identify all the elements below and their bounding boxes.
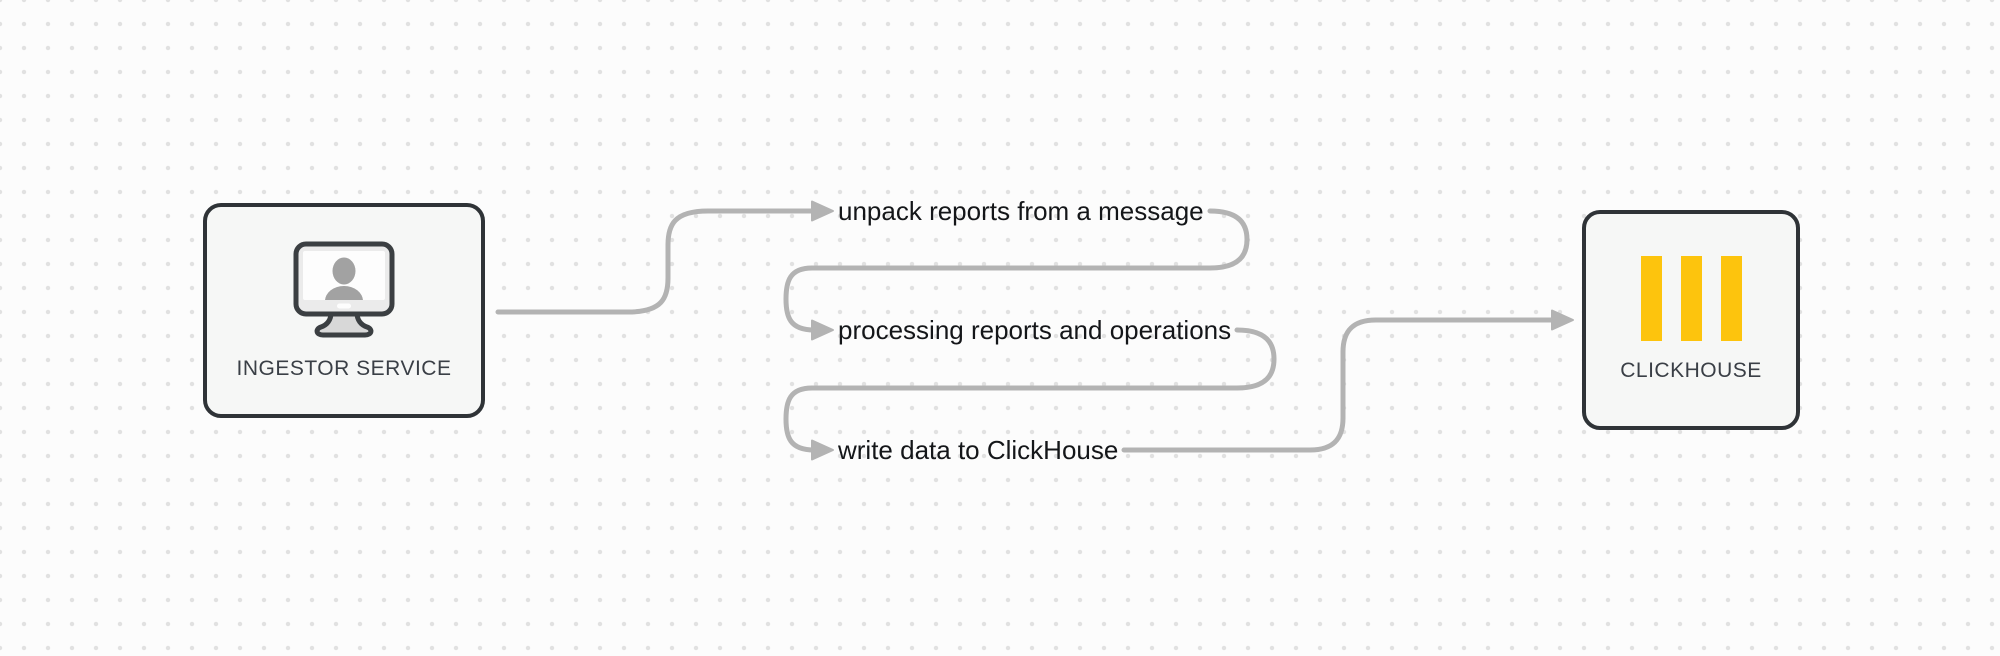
arrowhead-right-icon <box>811 439 834 461</box>
node-ingestor-service[interactable]: INGESTOR SERVICE <box>203 203 485 418</box>
arrowhead-right-icon <box>811 319 834 341</box>
arrowhead-right-icon <box>811 200 834 222</box>
clickhouse-bar <box>1720 256 1742 341</box>
arrowhead-right-icon <box>1551 309 1574 331</box>
clickhouse-bars-icon <box>1640 256 1742 341</box>
clickhouse-bar <box>1640 256 1662 341</box>
clickhouse-bar <box>1680 256 1702 341</box>
step-label-processing-reports: processing reports and operations <box>838 315 1232 345</box>
clickhouse-label: CLICKHOUSE <box>1620 359 1762 382</box>
wire-step2-to-step3 <box>783 327 1277 453</box>
node-clickhouse[interactable]: CLICKHOUSE <box>1582 210 1800 430</box>
user-silhouette-icon <box>325 257 363 300</box>
wire-step3-to-clickhouse <box>1121 317 1557 453</box>
monitor-notch <box>337 303 351 308</box>
ingestor-service-label: INGESTOR SERVICE <box>236 356 452 380</box>
wire-step1-to-step2 <box>783 208 1250 333</box>
step-label-unpack-reports: unpack reports from a message <box>838 196 1204 226</box>
monitor-stand <box>314 310 374 337</box>
monitor-user-icon <box>293 241 395 337</box>
wire-ingestor-to-step1 <box>495 208 817 315</box>
step-label-write-data: write data to ClickHouse <box>838 435 1119 465</box>
